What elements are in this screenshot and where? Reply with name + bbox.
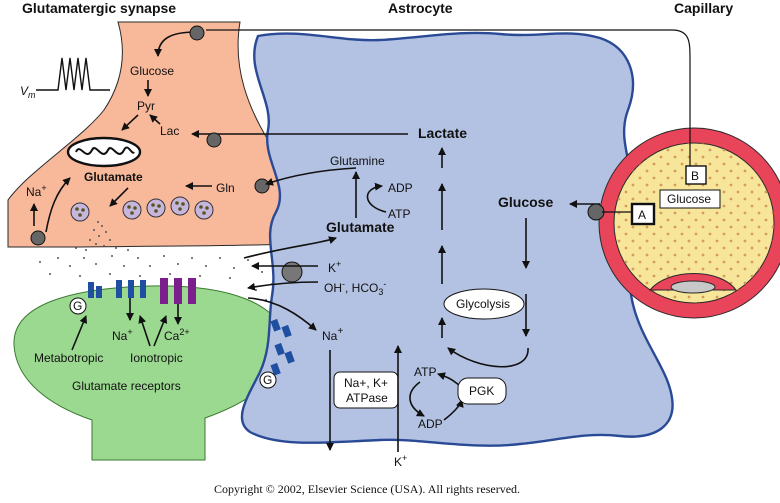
- neuron-glucose-label: Glucose: [130, 64, 174, 78]
- astrocyte-cell: [240, 31, 674, 447]
- astrocyte-glutamate-transporter: [281, 261, 303, 283]
- metabotropic-receptor: [88, 282, 102, 298]
- capillary-box-b: [685, 165, 707, 185]
- copyright-notice: Copyright © 2002, Elsevier Science (USA)…: [214, 482, 520, 496]
- neuron-glucose-transporter: [189, 25, 205, 41]
- ionotropic-receptor-na: [116, 280, 146, 298]
- glycolysis-loop-arrow: [447, 347, 529, 368]
- neuron-glutamate-label: Glutamate: [84, 170, 143, 184]
- glutamate-to-vesicle-arrow: [109, 187, 129, 207]
- pgk-label: PGK: [469, 384, 494, 398]
- glutamate-uptake-arrow: [243, 236, 337, 259]
- vesicle: [122, 200, 142, 220]
- glycolysis-label: Glycolysis: [456, 297, 510, 311]
- heading-capillary: Capillary: [674, 0, 733, 16]
- glucose-supply-line: [206, 29, 691, 170]
- vm-label: Vm: [20, 84, 36, 100]
- vesicle: [194, 200, 214, 220]
- vesicle: [170, 196, 190, 216]
- astrocyte-k-bottom-label: K+: [394, 453, 407, 469]
- heading-astrocyte: Astrocyte: [388, 0, 453, 16]
- mitochondrion-cristae: [75, 146, 135, 155]
- postsynaptic-g-label: G: [73, 299, 82, 313]
- astrocyte-receptors: [270, 318, 295, 376]
- astrocyte-oh-hco3-label: OH-, HCO3-: [324, 279, 386, 297]
- vm-spike-trace: [36, 57, 110, 91]
- neuron-lactate-transporter: [206, 132, 222, 148]
- astrocyte-atp-top-label: ATP: [388, 207, 410, 221]
- released-glutamate: [39, 221, 273, 301]
- capillary-box-a-label: A: [638, 208, 646, 222]
- atpase-line1-label: Na+, K+: [344, 376, 388, 390]
- astrocyte-glucose-transporter: [587, 203, 605, 221]
- neuron-na-transporter: [30, 230, 46, 246]
- glutamate-receptors-label: Glutamate receptors: [72, 379, 181, 393]
- capillary-box-b-label: B: [691, 169, 699, 183]
- ionotropic-label: Ionotropic: [130, 351, 183, 365]
- red-cell-icon: [670, 280, 716, 294]
- metabotropic-label: Metabotropic: [34, 351, 103, 365]
- postsynaptic-na-label: Na+: [112, 327, 133, 343]
- capillary-glucose-box: [659, 189, 721, 209]
- astrocyte-g-protein-icon: [259, 371, 277, 389]
- ionotropic-arrow-na: [138, 315, 151, 347]
- na-cotransport-arrow: [247, 297, 317, 331]
- neuron-glutamine-transporter: [254, 178, 270, 194]
- astrocyte-glucose-label: Glucose: [498, 194, 553, 210]
- glycolysis-box: [443, 288, 525, 320]
- pgk-box: [457, 377, 507, 405]
- lac-to-pyr-arrow: [149, 114, 161, 125]
- astrocyte-adp-label: ADP: [418, 417, 443, 431]
- astrocyte-na-label: Na+: [322, 326, 343, 343]
- vesicle: [70, 202, 90, 222]
- atp-hydrolysis-arrow: [409, 381, 425, 417]
- astrocyte-k-label: K+: [328, 259, 341, 275]
- heading-synapse: Glutamatergic synapse: [22, 0, 176, 16]
- astrocyte-atp-label: ATP: [414, 365, 436, 379]
- ionotropic-arrow-ca: [153, 315, 168, 347]
- oh-efflux-arrow: [247, 281, 319, 291]
- capillary-glucose-label: Glucose: [667, 192, 711, 206]
- atpase-line2-label: ATPase: [346, 391, 388, 405]
- ionotropic-receptor-ca: [160, 278, 196, 304]
- metabotropic-arrow: [71, 315, 88, 351]
- atp-to-adp-arrow: [366, 182, 387, 213]
- glutamine-to-neuron-arrow: [265, 167, 357, 186]
- astrocyte-adp-top-label: ADP: [388, 181, 413, 195]
- postsynaptic-ca-label: Ca2+: [164, 327, 190, 343]
- lac-label: Lac: [160, 124, 179, 138]
- synaptic-vesicles: [70, 196, 214, 222]
- astrocyte-glutamate-label: Glutamate: [326, 219, 395, 235]
- capillary-lumen-texture: [614, 143, 774, 303]
- neuron-na-label: Na+: [26, 183, 47, 199]
- mitochondrion: [66, 136, 142, 168]
- neuron-na-curve-arrow: [45, 177, 71, 233]
- presynaptic-terminal: [7, 21, 295, 248]
- gln-label: Gln: [216, 181, 235, 195]
- astrocyte-lactate-label: Lactate: [418, 125, 467, 141]
- postsynaptic-g-protein-icon: [69, 297, 87, 315]
- pyr-label: Pyr: [137, 99, 155, 113]
- postsynaptic-spine: [13, 285, 285, 461]
- vesicle: [146, 198, 166, 218]
- astrocyte-glutamine-label: Glutamine: [330, 154, 385, 168]
- capillary-box-a: [630, 202, 656, 226]
- pyr-to-mito-arrow: [121, 114, 139, 131]
- astrocyte-g-label: G: [263, 373, 272, 387]
